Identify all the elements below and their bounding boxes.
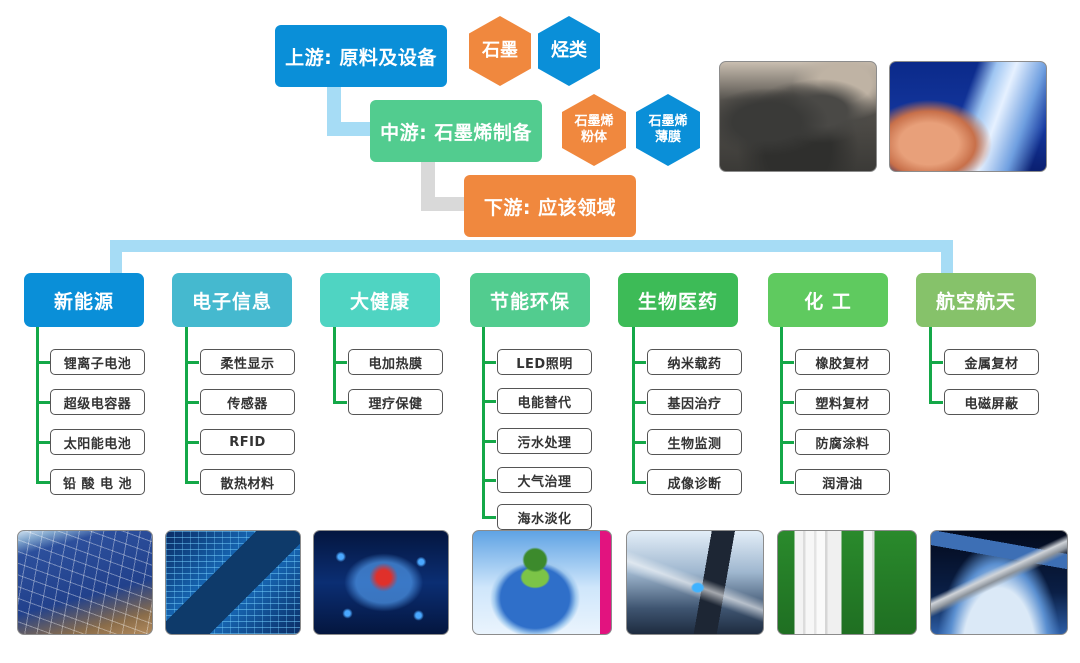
application-item: 生物监测: [647, 429, 742, 455]
application-item: 电能替代: [497, 388, 592, 414]
category-label: 电子信息: [191, 290, 272, 313]
circuit-chip-photo: [165, 530, 301, 635]
application-item: 锂离子电池: [50, 349, 145, 375]
category-label: 节能环保: [489, 290, 570, 313]
product-label: 石墨烯薄膜: [648, 114, 688, 145]
product-hex-graphene-film: 石墨烯薄膜: [636, 94, 700, 166]
tree-branch: [185, 481, 199, 484]
application-item: 海水淡化: [497, 504, 592, 530]
category-label: 航空航天: [935, 290, 1016, 313]
product-hex-graphene-powder: 石墨烯粉体: [562, 94, 626, 166]
brain-scan-photo: [313, 530, 449, 635]
category-chemical: 化 工: [768, 273, 888, 327]
midstream-label: 中游: 石墨烯制备: [380, 121, 532, 144]
tree-branch: [929, 361, 943, 364]
application-item: 金属复材: [944, 349, 1039, 375]
application-item: 柔性显示: [200, 349, 295, 375]
application-item: 塑料复材: [795, 389, 890, 415]
application-item: 电加热膜: [348, 349, 443, 375]
tree-trunk: [185, 327, 188, 483]
application-item: RFID: [200, 429, 295, 455]
tree-branch: [632, 361, 646, 364]
application-item: 传感器: [200, 389, 295, 415]
application-item: LED照明: [497, 349, 592, 375]
tree-trunk: [36, 327, 39, 483]
tree-branch: [632, 401, 646, 404]
tree-branch: [632, 441, 646, 444]
graphite-powder-photo: [719, 61, 877, 172]
tree-branch: [482, 516, 496, 519]
tree-branch: [36, 361, 50, 364]
category-environment: 节能环保: [470, 273, 590, 327]
tree-branch: [36, 401, 50, 404]
category-bus-bar: [110, 240, 953, 252]
tree-branch: [36, 441, 50, 444]
tree-trunk: [482, 327, 485, 519]
tree-branch: [333, 401, 347, 404]
tree-branch: [185, 441, 199, 444]
tree-branch: [780, 361, 794, 364]
tree-branch: [333, 361, 347, 364]
downstream-box: 下游: 应该领域: [464, 175, 636, 237]
application-item: 太阳能电池: [50, 429, 145, 455]
category-label: 化 工: [804, 290, 852, 313]
tree-branch: [482, 440, 496, 443]
category-electronics: 电子信息: [172, 273, 292, 327]
application-item: 铅 酸 电 池: [50, 469, 145, 495]
application-item: 电磁屏蔽: [944, 389, 1039, 415]
application-item: 防腐涂料: [795, 429, 890, 455]
application-item: 基因治疗: [647, 389, 742, 415]
application-item: 散热材料: [200, 469, 295, 495]
raw-material-hex-hydrocarbon: 烃类: [538, 16, 600, 86]
tree-branch: [632, 481, 646, 484]
application-item: 大气治理: [497, 467, 592, 493]
application-item: 理疗保健: [348, 389, 443, 415]
solar-panels-photo: [17, 530, 153, 635]
category-bus-right-drop: [941, 240, 953, 274]
category-label: 新能源: [53, 290, 114, 313]
upstream-box: 上游: 原料及设备: [275, 25, 447, 87]
space-station-photo: [930, 530, 1068, 635]
tree-trunk: [333, 327, 336, 403]
downstream-label: 下游: 应该领域: [483, 196, 617, 219]
earth-tree-photo: [472, 530, 612, 635]
product-label: 石墨烯粉体: [574, 114, 614, 145]
application-item: 成像诊断: [647, 469, 742, 495]
tree-branch: [780, 401, 794, 404]
application-item: 污水处理: [497, 428, 592, 454]
tree-branch: [482, 361, 496, 364]
tree-branch: [780, 481, 794, 484]
category-health: 大健康: [320, 273, 440, 327]
tree-trunk: [780, 327, 783, 483]
application-item: 超级电容器: [50, 389, 145, 415]
tree-branch: [185, 401, 199, 404]
microscope-dna-photo: [626, 530, 764, 635]
category-label: 生物医药: [637, 290, 718, 313]
upstream-label: 上游: 原料及设备: [285, 46, 437, 69]
tree-branch: [929, 401, 943, 404]
raw-material-hex-graphite: 石墨: [469, 16, 531, 86]
tree-branch: [36, 481, 50, 484]
application-item: 润滑油: [795, 469, 890, 495]
raw-material-label: 烃类: [551, 40, 587, 62]
tree-branch: [482, 479, 496, 482]
graphene-film-photo: [889, 61, 1047, 172]
category-new-energy: 新能源: [24, 273, 144, 327]
category-biomedicine: 生物医药: [618, 273, 738, 327]
category-bus-left-drop: [110, 240, 122, 274]
category-label: 大健康: [349, 290, 410, 313]
tree-branch: [482, 400, 496, 403]
tree-branch: [780, 441, 794, 444]
midstream-box: 中游: 石墨烯制备: [370, 100, 542, 162]
tree-trunk: [632, 327, 635, 483]
plastic-tubes-photo: [777, 530, 917, 635]
tree-branch: [185, 361, 199, 364]
application-item: 橡胶复材: [795, 349, 890, 375]
raw-material-label: 石墨: [482, 40, 518, 62]
category-aerospace: 航空航天: [916, 273, 1036, 327]
connector-upstream-midstream-h: [327, 122, 372, 136]
tree-trunk: [929, 327, 932, 403]
application-item: 纳米载药: [647, 349, 742, 375]
connector-midstream-downstream-h: [421, 197, 466, 211]
